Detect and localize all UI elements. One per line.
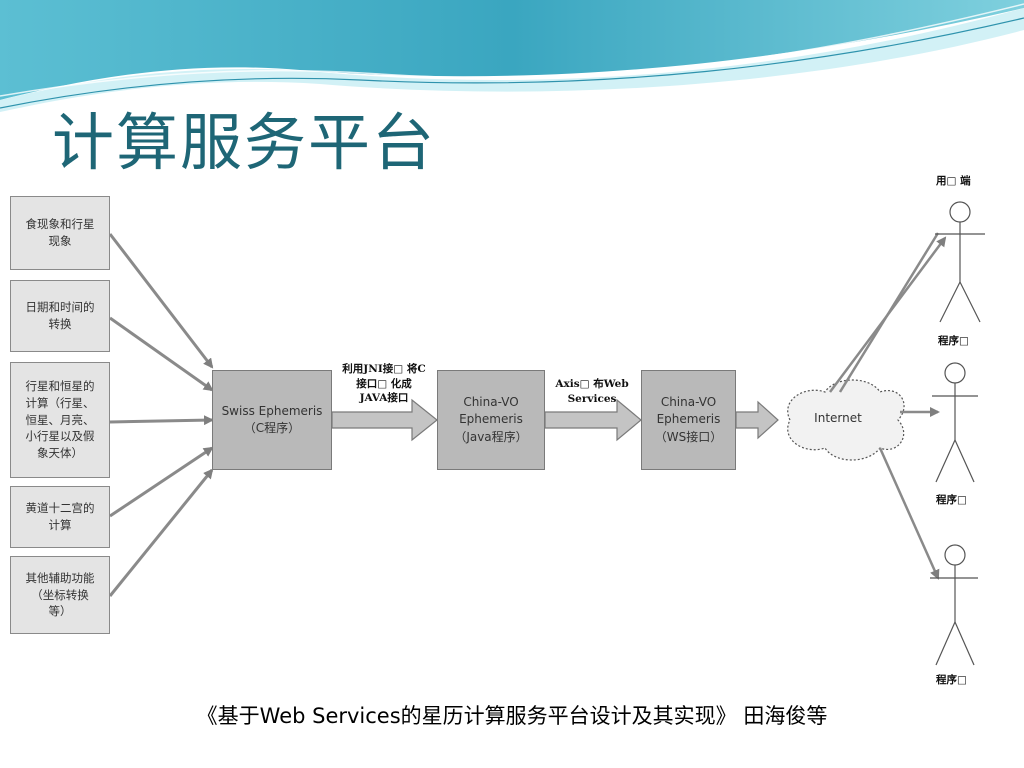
function-box-phenomena: 食现象和行星 现象	[10, 196, 110, 270]
fan-in-arrows	[108, 233, 214, 597]
user-figure	[935, 201, 985, 323]
process-box-java-ephemeris: China-VO Ephemeris （Java程序）	[437, 370, 545, 470]
user-label-program: 程序□	[938, 335, 969, 347]
user-label-client: 用□ 端	[936, 175, 971, 187]
cloud-user-arrows	[828, 232, 947, 580]
internet-cloud	[787, 379, 905, 461]
process-box-ws-ephemeris: China-VO Ephemeris （WS接口）	[641, 370, 736, 470]
arrow-label-axis: Axis□ 布Web Services	[555, 378, 629, 405]
process-box-swiss-ephemeris: Swiss Ephemeris （C程序）	[212, 370, 332, 470]
source-caption: 《基于Web Services的星历计算服务平台设计及其实现》 田海俊等	[196, 704, 828, 728]
block-arrow-internet	[735, 400, 779, 440]
user-label-program: 程序□	[936, 494, 967, 506]
function-box-star-calculation: 行星和恒星的 计算（行星、 恒星、月亮、 小行星以及假 象天体）	[10, 362, 110, 478]
arrow-label-jni: 利用JNI接□ 将C 接口□ 化成 JAVA接口	[342, 363, 426, 405]
header-wave-decoration	[0, 0, 1024, 112]
internet-label: Internet	[814, 411, 862, 425]
program-figure	[932, 362, 978, 483]
user-label-program: 程序□	[936, 674, 967, 686]
block-arrow-jni	[331, 398, 438, 442]
block-arrow-axis	[544, 398, 642, 442]
slide-title: 计算服务平台	[52, 106, 437, 179]
function-box-zodiac: 黄道十二宫的 计算	[10, 486, 110, 548]
function-box-auxiliary: 其他辅助功能 （坐标转换 等）	[10, 556, 110, 634]
function-box-time-conversion: 日期和时间的 转换	[10, 280, 110, 352]
program-figure	[930, 544, 978, 666]
